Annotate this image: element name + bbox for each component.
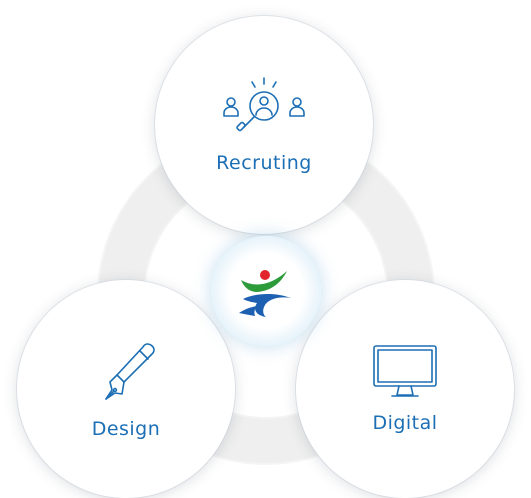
design-label: Design	[91, 418, 161, 440]
digital-label: Digital	[372, 412, 438, 434]
digital-node[interactable]: Digital	[296, 280, 514, 498]
design-node[interactable]: Design	[17, 280, 235, 498]
brand-logo-icon	[239, 270, 291, 317]
fountain-pen-icon	[105, 343, 155, 400]
center-hub	[211, 236, 321, 346]
recruiting-search-people-icon	[223, 77, 305, 132]
computer-monitor-icon	[373, 345, 437, 397]
recruiting-node[interactable]: Recruting	[155, 16, 373, 234]
recruiting-label: Recruting	[216, 152, 312, 174]
